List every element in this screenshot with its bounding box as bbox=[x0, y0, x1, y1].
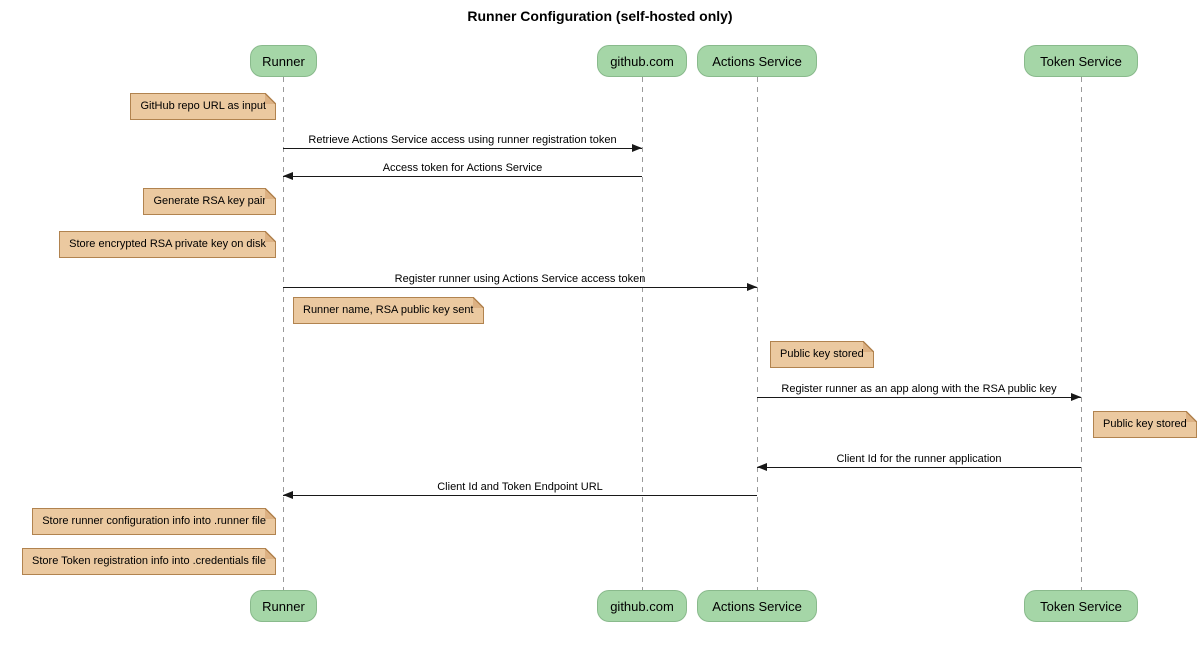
lifeline-actions-service bbox=[757, 77, 758, 591]
arrowhead-right-icon bbox=[632, 144, 642, 152]
lifeline-github bbox=[642, 77, 643, 591]
message-label: Register runner as an app along with the… bbox=[781, 383, 1057, 395]
diagram-title: Runner Configuration (self-hosted only) bbox=[467, 8, 733, 24]
note: Runner name, RSA public key sent bbox=[293, 297, 484, 324]
message-label: Client Id for the runner application bbox=[836, 453, 1002, 465]
lifeline-token-service bbox=[1081, 77, 1082, 591]
message-line bbox=[283, 495, 757, 496]
arrowhead-right-icon bbox=[747, 283, 757, 291]
participant-github-bottom: github.com bbox=[597, 590, 687, 622]
participant-runner-top: Runner bbox=[250, 45, 317, 77]
message-label: Access token for Actions Service bbox=[382, 162, 543, 174]
arrowhead-left-icon bbox=[757, 463, 767, 471]
message-label: Client Id and Token Endpoint URL bbox=[437, 481, 603, 493]
note: Public key stored bbox=[770, 341, 874, 368]
participant-token-service-bottom: Token Service bbox=[1024, 590, 1138, 622]
message-label: Register runner using Actions Service ac… bbox=[394, 273, 646, 285]
note: GitHub repo URL as input bbox=[130, 93, 276, 120]
arrowhead-left-icon bbox=[283, 491, 293, 499]
note: Public key stored bbox=[1093, 411, 1197, 438]
note: Store Token registration info into .cred… bbox=[22, 548, 276, 575]
participant-runner-bottom: Runner bbox=[250, 590, 317, 622]
arrowhead-right-icon bbox=[1071, 393, 1081, 401]
message-label: Retrieve Actions Service access using ru… bbox=[308, 134, 617, 146]
message-line bbox=[757, 397, 1081, 398]
note: Generate RSA key pair bbox=[143, 188, 276, 215]
note: Store runner configuration info into .ru… bbox=[32, 508, 276, 535]
message-line bbox=[757, 467, 1081, 468]
participant-github-top: github.com bbox=[597, 45, 687, 77]
arrowhead-left-icon bbox=[283, 172, 293, 180]
note: Store encrypted RSA private key on disk bbox=[59, 231, 276, 258]
participant-actions-service-top: Actions Service bbox=[697, 45, 817, 77]
participant-actions-service-bottom: Actions Service bbox=[697, 590, 817, 622]
message-line bbox=[283, 287, 757, 288]
participant-token-service-top: Token Service bbox=[1024, 45, 1138, 77]
message-line bbox=[283, 148, 642, 149]
message-line bbox=[283, 176, 642, 177]
lifeline-runner bbox=[283, 77, 284, 591]
